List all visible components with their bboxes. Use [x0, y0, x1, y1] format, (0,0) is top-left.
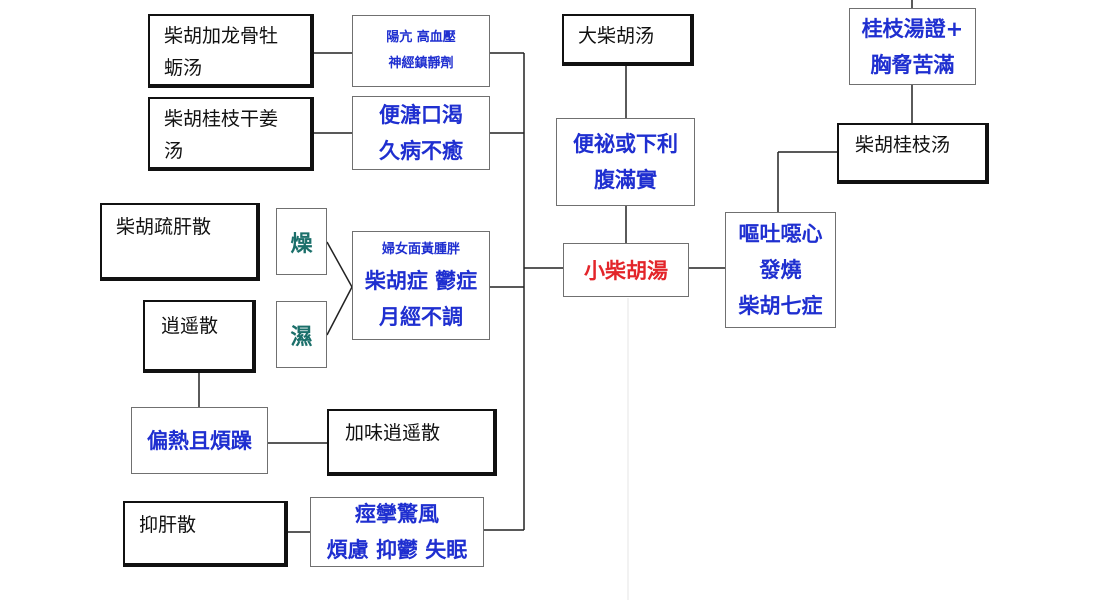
condition-label: 月經不調: [379, 304, 463, 329]
vomit-fever-box: 嘔吐噁心 發燒 柴胡七症: [725, 212, 836, 328]
formula-label: 柴胡疏肝散: [116, 216, 212, 238]
chaihu-guizhi-ganjiang-box: 柴胡桂枝干姜 汤: [148, 97, 314, 171]
condition-label: 腹滿實: [594, 168, 657, 192]
condition-label: 煩慮 抑鬱 失眠: [326, 538, 468, 562]
formula-label: 大柴胡汤: [578, 25, 655, 47]
dampness-label: 濕: [290, 324, 313, 350]
condition-label: 便祕或下利: [573, 132, 678, 156]
chaihu-guizhi-box: 柴胡桂枝汤: [837, 123, 989, 184]
condition-label: 胸脅苦滿: [870, 52, 955, 77]
formula-label: 柴胡桂枝汤: [855, 134, 951, 156]
yigan-box: 抑肝散: [123, 501, 288, 567]
heat-irritability-box: 偏熱且煩躁: [131, 407, 268, 474]
condition-label: 柴胡七症: [738, 294, 823, 318]
condition-label: 嘔吐噁心: [738, 222, 823, 246]
center-formula-label: 小柴胡湯: [584, 259, 668, 283]
condition-label: 久病不癒: [379, 139, 463, 163]
jiawei-xiaoyao-box: 加味逍遥散: [327, 409, 497, 476]
condition-label: 柴胡症 鬱症: [364, 268, 478, 293]
chaihu-shugan-box: 柴胡疏肝散: [100, 203, 260, 281]
constipation-fullness-box: 便祕或下利 腹滿實: [556, 118, 695, 206]
guizhi-sign-box: 桂枝湯證+ 胸脅苦滿: [849, 8, 976, 85]
dampness-box: 濕: [276, 301, 327, 368]
xiao-chaihu-box: 小柴胡湯: [563, 243, 689, 297]
formula-label: 柴胡加龙骨牡: [164, 25, 279, 47]
condition-label: 痙攣驚風: [355, 502, 439, 526]
condition-label: 桂枝湯證+: [861, 16, 964, 41]
constipation-chronic-box: 便溏口渴 久病不癒: [352, 96, 490, 170]
yang-kang-box: 陽亢 高血壓 神經鎮靜劑: [352, 15, 490, 87]
formula-label: 抑肝散: [139, 514, 197, 536]
formula-label: 逍遥散: [161, 315, 219, 337]
condition-label: 陽亢 高血壓: [386, 30, 456, 45]
chaihu-longgu-muli-box: 柴胡加龙骨牡 蛎汤: [148, 14, 314, 88]
xiaoyao-box: 逍遥散: [143, 300, 256, 373]
condition-label: 便溏口渴: [379, 103, 463, 127]
formula-label: 蛎汤: [164, 57, 203, 79]
convulsion-box: 痙攣驚風 煩慮 抑鬱 失眠: [310, 497, 484, 567]
formula-label: 汤: [164, 140, 184, 162]
condition-label: 偏熱且煩躁: [147, 428, 252, 453]
condition-label: 神經鎮靜劑: [388, 56, 454, 71]
women-condition-box: 婦女面黃腫胖 柴胡症 鬱症 月經不調: [352, 231, 490, 340]
condition-label: 發燒: [759, 258, 802, 282]
da-chaihu-box: 大柴胡汤: [562, 14, 694, 66]
dryness-label: 燥: [290, 231, 313, 257]
dryness-box: 燥: [276, 208, 327, 275]
formula-label: 柴胡桂枝干姜: [164, 108, 279, 130]
condition-label: 婦女面黃腫胖: [381, 241, 460, 257]
formula-label: 加味逍遥散: [345, 422, 441, 444]
